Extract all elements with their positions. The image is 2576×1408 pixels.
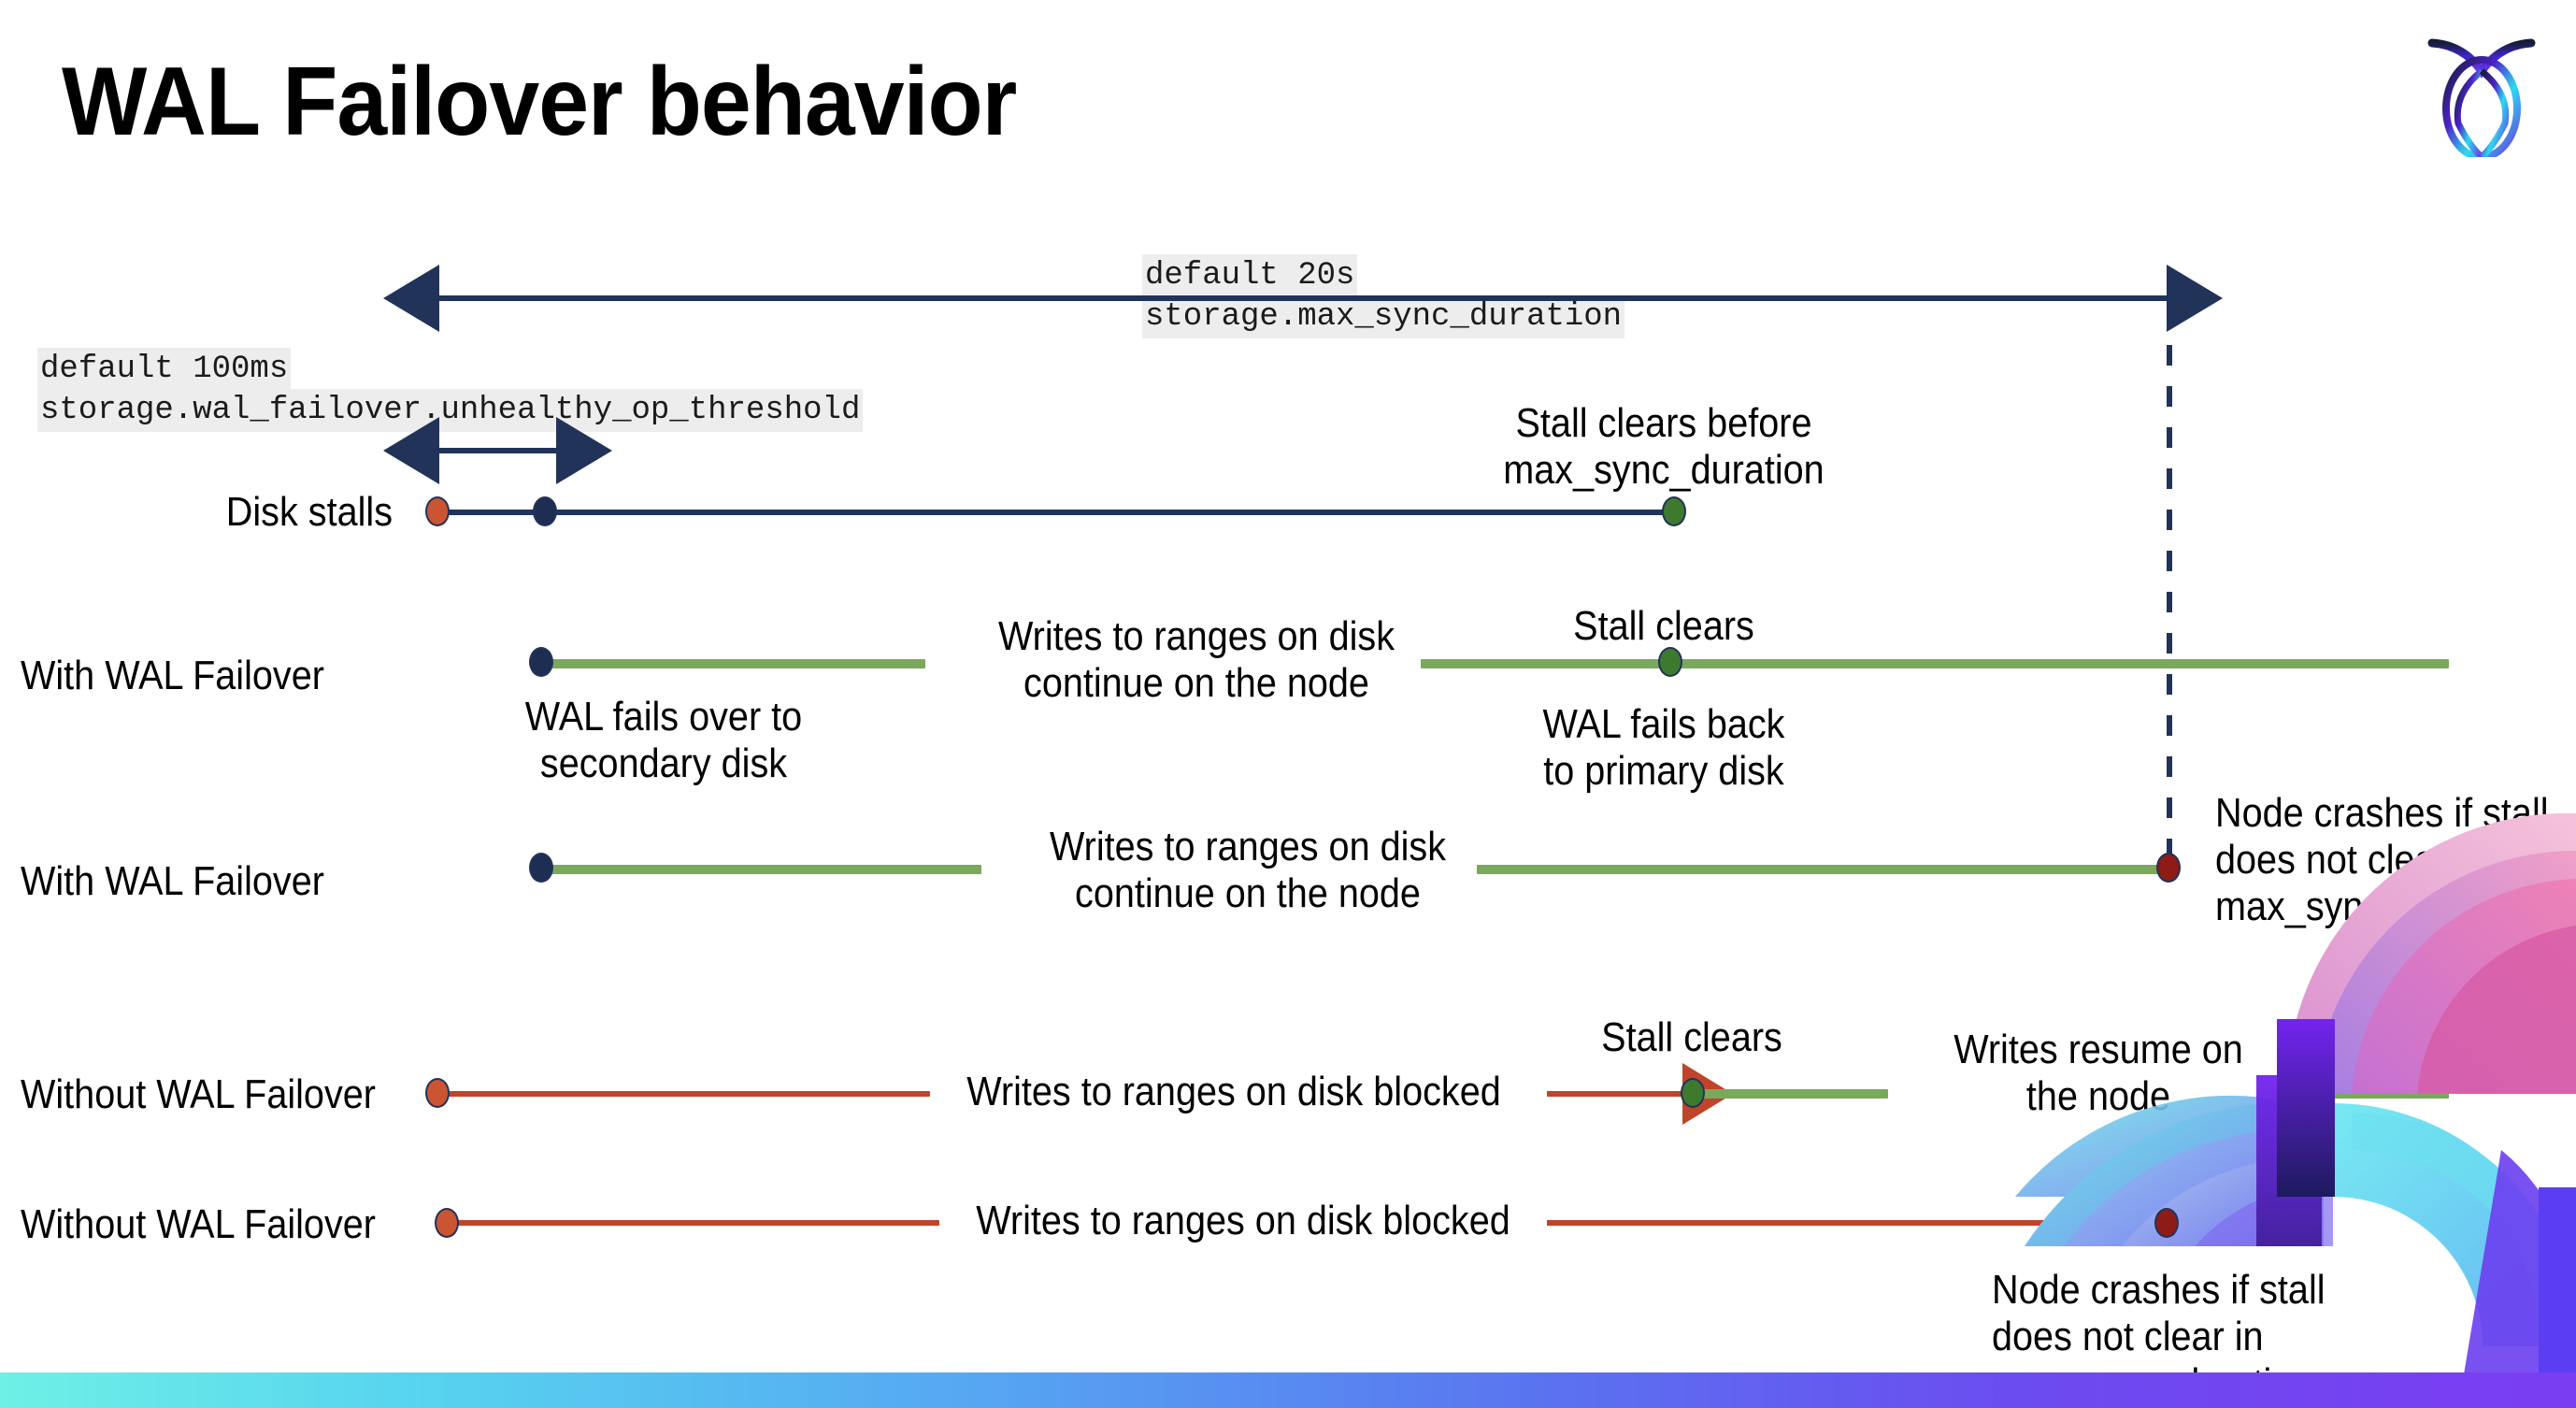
- without-failover-crashes-start-dot: [435, 1208, 459, 1238]
- bottom-gradient-bar: [0, 1372, 2576, 1408]
- note-stall-clears-before-max-sync: Stall clears before max_sync_duration: [1503, 400, 1825, 493]
- without-failover-recovers-start-dot: [425, 1078, 450, 1108]
- row-label-with-wal-failover-crashes: With WAL Failover: [21, 858, 324, 904]
- note-stall-clears-row2: Stall clears: [1573, 603, 1754, 649]
- note-writes-continue-row2: Writes to ranges on disk continue on the…: [997, 613, 1395, 706]
- without-failover-crashes-crash-dot: [2154, 1208, 2179, 1238]
- row-label-without-wal-failover-crashes: Without WAL Failover: [21, 1201, 376, 1247]
- unhealthy-op-threshold-default-chip: default 100ms: [37, 348, 292, 391]
- without-failover-crashes-red-line: [449, 1220, 939, 1226]
- with-failover-crashes-line-right: [1477, 865, 2178, 874]
- disk-stalls-clear-dot: [1662, 496, 1686, 526]
- with-failover-recovers-line-right: [1421, 659, 2449, 668]
- without-failover-recovers-clear-dot: [1681, 1078, 1705, 1108]
- max-sync-duration-setting-chip: storage.max_sync_duration: [1142, 295, 1625, 338]
- unhealthy-op-threshold-setting-chip: storage.wal_failover.unhealthy_op_thresh…: [37, 389, 864, 432]
- note-writes-blocked-row5: Writes to ranges on disk blocked: [976, 1198, 1510, 1243]
- note-writes-resume-row4: Writes resume on the node: [1953, 1027, 2243, 1119]
- note-node-crashes-row3: Node crashes if stall does not clear in …: [2215, 790, 2549, 929]
- row-label-disk-stalls: Disk stalls: [225, 489, 393, 535]
- note-wal-fails-back-primary: WAL fails back to primary disk: [1542, 701, 1785, 794]
- note-wal-fails-over-secondary: WAL fails over to secondary disk: [524, 694, 803, 786]
- note-stall-clears-row4: Stall clears: [1601, 1014, 1782, 1060]
- with-failover-crashes-line-left: [542, 865, 981, 874]
- row-label-with-wal-failover-recovers: With WAL Failover: [21, 653, 324, 698]
- without-failover-recovers-red-line: [439, 1091, 930, 1097]
- with-failover-crashes-crash-dot: [2156, 853, 2181, 883]
- page-title: WAL Failover behavior: [62, 48, 1017, 156]
- note-writes-blocked-row4: Writes to ranges on disk blocked: [966, 1069, 1501, 1114]
- max-sync-duration-default-chip: default 20s: [1142, 254, 1358, 297]
- with-failover-recovers-line-left: [542, 659, 925, 668]
- with-failover-recovers-failover-dot: [529, 647, 553, 677]
- with-failover-crashes-failover-dot: [529, 853, 553, 883]
- without-failover-recovers-green-line-1: [1701, 1089, 1888, 1099]
- disk-stalls-failover-dot: [533, 496, 557, 526]
- without-failover-recovers-green-line-2: [2281, 1089, 2449, 1099]
- with-failover-recovers-clear-dot: [1658, 647, 1682, 677]
- disk-stalls-line-segment-2: [542, 510, 1682, 515]
- note-writes-continue-row3: Writes to ranges on disk continue on the…: [1049, 824, 1447, 916]
- disk-stalls-start-dot: [425, 496, 450, 526]
- cockroachdb-logo-icon: [2421, 26, 2542, 161]
- row-label-without-wal-failover-recovers: Without WAL Failover: [21, 1071, 376, 1117]
